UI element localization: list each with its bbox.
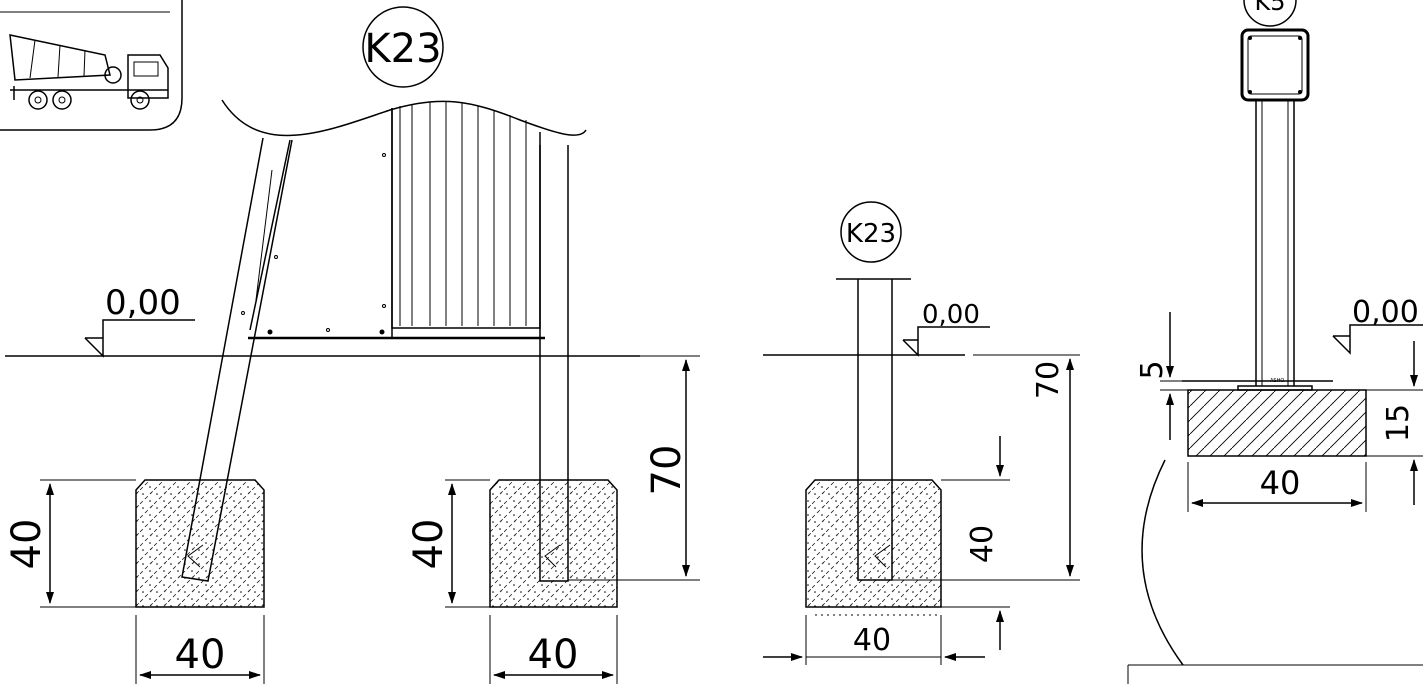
level-marker-right: 0,00 xyxy=(1332,295,1423,355)
k-top-callout-circle xyxy=(1243,0,1297,27)
k23-callout-label: K23 xyxy=(364,26,441,72)
level-marker-left: 0,00 xyxy=(84,283,195,358)
svg-text:K23: K23 xyxy=(846,219,896,249)
post-section-view: K23 0,00 70 40 40 xyxy=(763,201,1080,665)
svg-text:0,00: 0,00 xyxy=(1352,295,1419,330)
svg-text:40: 40 xyxy=(406,519,452,570)
sign-plate-icon xyxy=(1240,28,1310,102)
svg-text:40: 40 xyxy=(528,632,579,678)
fence-elevation: K23 xyxy=(4,6,700,684)
mixer-truck-badge xyxy=(0,0,183,131)
svg-text:5: 5 xyxy=(1135,360,1170,379)
foundation-slab xyxy=(1187,389,1367,457)
k23-callout-circle xyxy=(362,6,444,88)
svg-text:0,00: 0,00 xyxy=(105,283,181,323)
concrete-block-left xyxy=(135,479,265,608)
concrete-mixer-truck-icon xyxy=(9,34,169,110)
strut-plate xyxy=(249,108,393,339)
svg-text:40: 40 xyxy=(4,519,50,570)
k23-small-callout-circle xyxy=(840,201,902,263)
arc-line xyxy=(1141,459,1184,666)
concrete-block-mid xyxy=(805,479,942,608)
svg-text:70: 70 xyxy=(1031,361,1066,399)
sign-post xyxy=(1255,100,1295,386)
svg-text:40: 40 xyxy=(853,623,891,658)
break-line xyxy=(221,99,587,137)
svg-text:15: 15 xyxy=(1381,404,1416,442)
svg-text:40: 40 xyxy=(965,525,1000,563)
svg-text:40: 40 xyxy=(1260,464,1301,502)
svg-text:70: 70 xyxy=(644,445,690,496)
svg-text:0,00: 0,00 xyxy=(922,300,980,330)
concrete-block-right xyxy=(489,479,618,608)
svg-text:40: 40 xyxy=(175,632,226,678)
level-marker-mid: 0,00 xyxy=(902,300,990,357)
sign-post-view: K5 ASHO 0,00 5 15 xyxy=(1127,0,1423,684)
fence-panel xyxy=(391,101,541,329)
svg-text:K5: K5 xyxy=(1254,0,1285,16)
